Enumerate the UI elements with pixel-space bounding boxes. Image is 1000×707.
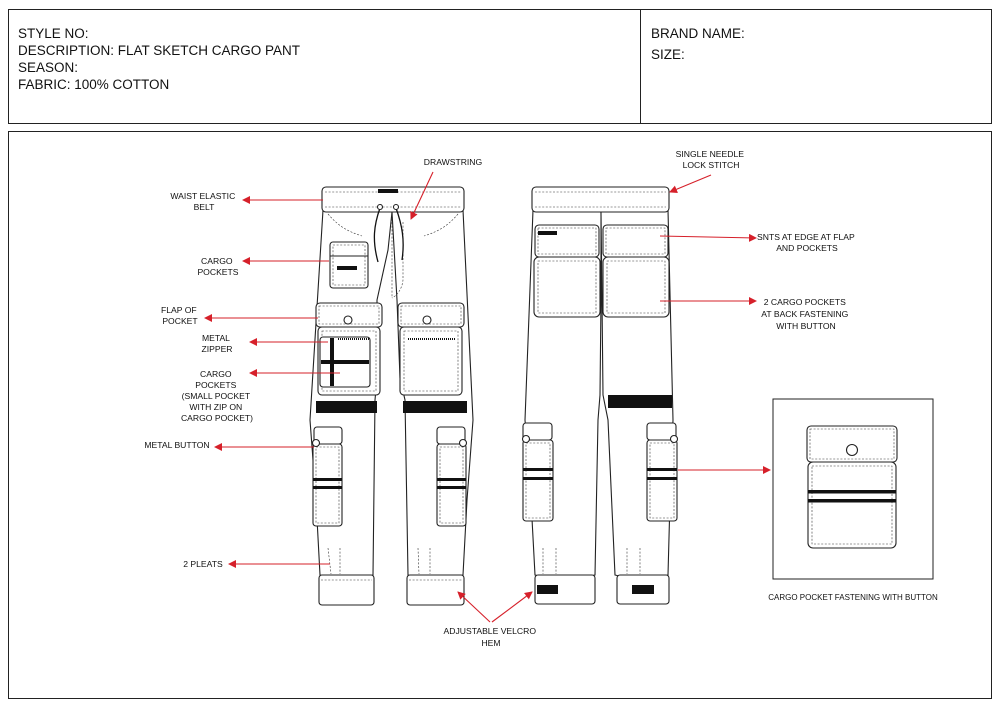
season-label: SEASON: <box>18 60 79 75</box>
label-single-needle: SINGLE NEEDLE LOCK STITCH <box>676 149 747 170</box>
header-left-panel: STYLE NO: DESCRIPTION: FLAT SKETCH CARGO… <box>8 9 641 124</box>
label-back-pockets: 2 CARGO POCKETS AT BACK FASTENING WITH B… <box>761 297 850 331</box>
label-cargo-pockets-small: CARGO POCKETS (SMALL POCKET WITH ZIP ON … <box>181 369 253 423</box>
back-right-flap <box>602 224 669 258</box>
back-right-velcro-tab <box>632 585 654 594</box>
label-metal-zipper: METAL ZIPPER <box>201 333 232 354</box>
front-view <box>309 186 474 606</box>
fabric-label: FABRIC: 100% COTTON <box>18 77 170 92</box>
detail-pocket-button <box>845 443 859 457</box>
front-right-cuff <box>406 574 465 606</box>
size-label: SIZE: <box>651 47 685 62</box>
back-left-velcro-tab <box>537 585 558 594</box>
annotation-labels: WAIST ELASTIC BELT CARGO POCKETS FLAP OF… <box>144 149 938 648</box>
brand-name-label: BRAND NAME: <box>651 26 745 41</box>
label-pleats: 2 PLEATS <box>183 559 223 569</box>
back-waistband <box>531 186 670 213</box>
back-left-cuff <box>534 574 596 605</box>
front-left-cuff <box>318 574 375 606</box>
header-right-panel: BRAND NAME: SIZE: <box>640 9 992 124</box>
back-view <box>521 186 679 605</box>
back-right-knee-band <box>608 395 672 408</box>
label-metal-button: METAL BUTTON <box>144 440 209 450</box>
front-right-flap <box>397 302 465 328</box>
front-coin-pocket <box>329 241 369 289</box>
front-label-tab <box>378 189 398 193</box>
description-label: DESCRIPTION: FLAT SKETCH CARGO PANT <box>18 43 301 58</box>
back-right-cargo-pocket <box>602 256 670 318</box>
label-waist-elastic: WAIST ELASTIC BELT <box>170 191 237 212</box>
back-right-side-pocket <box>646 439 678 522</box>
back-left-side-pocket <box>522 439 554 522</box>
detail-pocket-box <box>772 398 934 580</box>
front-right-flap-button <box>422 315 432 325</box>
label-drawstring: DRAWSTRING <box>424 157 483 167</box>
front-right-cargo-pocket <box>399 326 463 396</box>
front-right-metal-button <box>458 438 468 448</box>
front-left-flap-button <box>343 315 353 325</box>
back-left-flap <box>534 224 600 258</box>
label-flap-of-pocket: FLAP OF POCKET <box>161 305 199 326</box>
label-detail-caption: CARGO POCKET FASTENING WITH BUTTON <box>768 593 938 602</box>
front-right-side-pocket <box>436 443 467 527</box>
label-cargo-pockets-top: CARGO POCKETS <box>197 256 238 277</box>
back-left-cargo-pocket <box>533 256 601 318</box>
style-no-label: STYLE NO: <box>18 26 89 41</box>
front-left-metal-button <box>311 438 321 448</box>
label-velcro-hem: ADJUSTABLE VELCRO HEM <box>444 626 539 648</box>
detail-cargo-pocket <box>807 461 897 549</box>
annotation-arrows <box>204 171 771 623</box>
front-left-knee-band <box>316 401 377 413</box>
front-left-side-pocket <box>312 443 343 527</box>
label-snts-edge: SNTS AT EDGE AT FLAP AND POCKETS <box>757 232 857 253</box>
front-right-knee-band <box>403 401 467 413</box>
